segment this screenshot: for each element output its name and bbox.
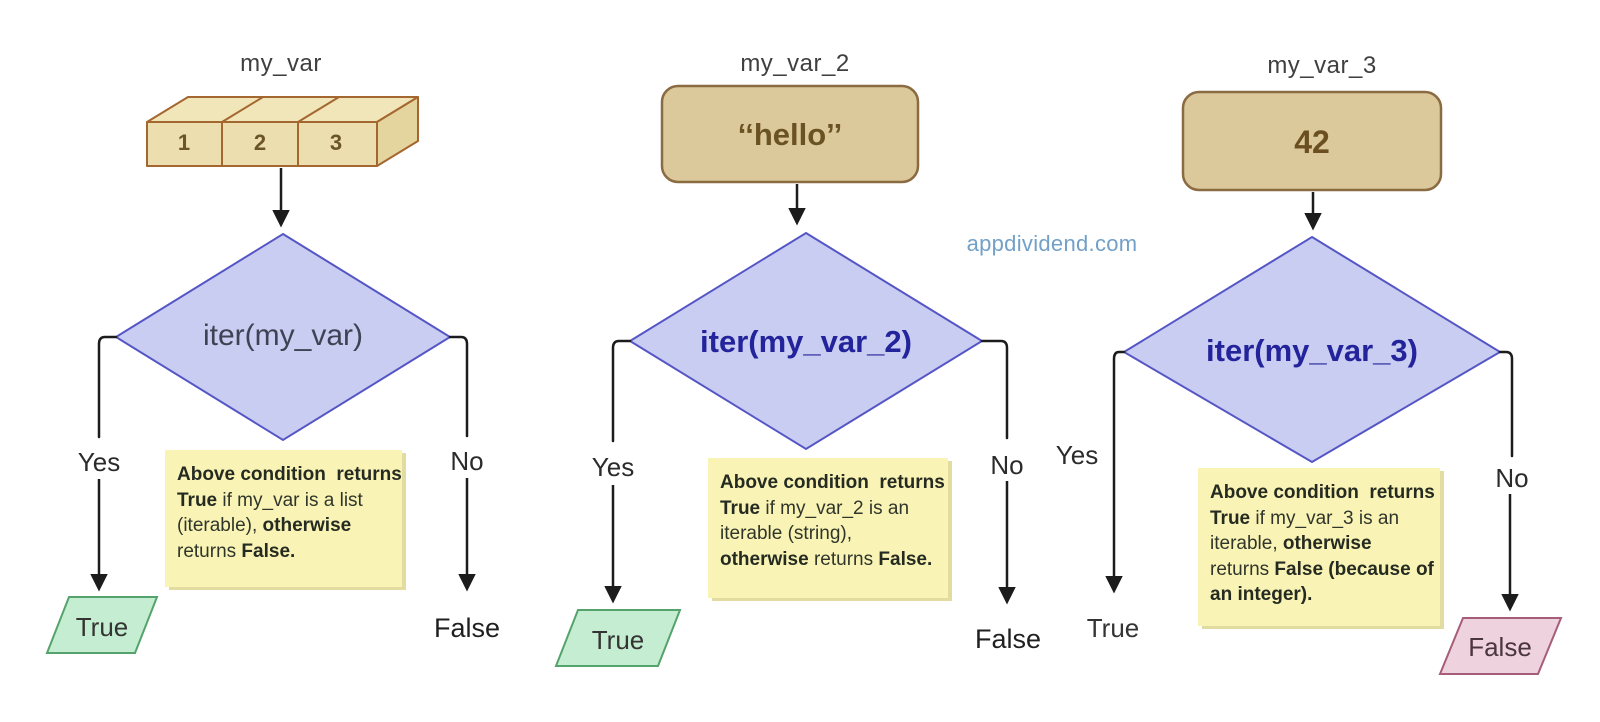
note-1: Above condition returns True if my_var i… xyxy=(165,450,402,587)
yes-branch-line-2-upper xyxy=(611,339,632,443)
false-result-1: False xyxy=(433,613,501,643)
no-branch-line-2-upper xyxy=(980,339,1009,440)
true-parallelogram-1 xyxy=(45,596,159,654)
yes-label-3: Yes xyxy=(1055,440,1099,470)
decision-diamond-1 xyxy=(114,232,452,442)
note-2-segment: False. xyxy=(878,548,933,570)
note-3-segment: True xyxy=(1210,507,1251,529)
note-1-segment: True xyxy=(177,489,218,511)
no-label-2: No xyxy=(990,450,1024,480)
note-1-segment: if my_var is a list xyxy=(217,489,363,511)
value-box-3 xyxy=(1181,90,1443,192)
value-label-3: 42 xyxy=(1294,124,1330,160)
list-3d-top-face xyxy=(146,96,419,123)
no-label-3: No xyxy=(1495,463,1529,493)
list-cell-1: 1 xyxy=(177,130,191,155)
true-result-2: True xyxy=(591,625,645,655)
yes-label-2: Yes xyxy=(591,452,635,482)
decision-diamond-2 xyxy=(628,231,984,451)
note-3-segment: Above condition returns xyxy=(1210,482,1435,503)
yes-branch-line-3 xyxy=(1105,350,1126,594)
note-3-segment: False (because of xyxy=(1274,558,1434,580)
note-3-segment: if my_var_3 is an xyxy=(1250,507,1400,529)
note-2: Above condition returns True if my_var_2… xyxy=(708,458,948,598)
value-label-2: ‘‘hello’’ xyxy=(737,117,843,152)
list-3d-box xyxy=(146,96,419,167)
note-1-segment: Above condition returns xyxy=(177,464,402,485)
note-3: Above condition returns True if my_var_3… xyxy=(1198,468,1440,626)
list-cell-2: 2 xyxy=(253,130,267,155)
note-3-segment: an integer). xyxy=(1210,584,1313,605)
watermark-text: appdividend.com xyxy=(966,231,1138,256)
yes-branch-line-1-upper xyxy=(97,335,118,439)
note-2-segment: returns xyxy=(808,548,879,570)
no-branch-line-1-upper xyxy=(448,335,469,438)
note-2-segment: Above condition returns xyxy=(720,472,945,493)
note-2-segment: iterable (string), xyxy=(720,523,852,544)
note-1-segment: otherwise xyxy=(262,515,352,536)
true-result-3: True xyxy=(1086,613,1140,643)
note-2-segment: otherwise xyxy=(720,548,809,570)
false-result-2: False xyxy=(974,624,1042,654)
true-parallelogram-2 xyxy=(554,609,682,667)
condition-label-3: iter(my_var_3) xyxy=(1206,333,1418,368)
variable-title-1: my_var xyxy=(240,50,322,77)
list-3d-front-face xyxy=(146,121,378,167)
note-3-segment: otherwise xyxy=(1282,533,1372,554)
false-result-3: False xyxy=(1468,632,1532,662)
note-1-segment: False. xyxy=(241,540,296,562)
condition-label-2: iter(my_var_2) xyxy=(700,324,912,359)
decision-diamond-3 xyxy=(1122,235,1502,464)
note-1-segment: returns xyxy=(177,540,242,562)
no-branch-line-3-upper xyxy=(1498,350,1514,458)
note-3-segment: returns xyxy=(1210,558,1275,580)
true-result-1: True xyxy=(75,612,129,642)
yes-label-1: Yes xyxy=(77,447,121,477)
variable-title-2: my_var_2 xyxy=(740,50,850,77)
note-1-segment: (iterable), xyxy=(177,515,263,536)
no-label-1: No xyxy=(450,446,484,476)
note-3-segment: iterable, xyxy=(1210,533,1283,554)
variable-title-3: my_var_3 xyxy=(1267,52,1377,79)
note-2-segment: if my_var_2 is an xyxy=(760,497,910,519)
false-parallelogram-3 xyxy=(1438,617,1563,675)
value-box-2 xyxy=(660,84,920,184)
list-cell-3: 3 xyxy=(329,130,343,155)
condition-label-1: iter(my_var) xyxy=(202,319,364,352)
note-2-segment: True xyxy=(720,497,761,519)
